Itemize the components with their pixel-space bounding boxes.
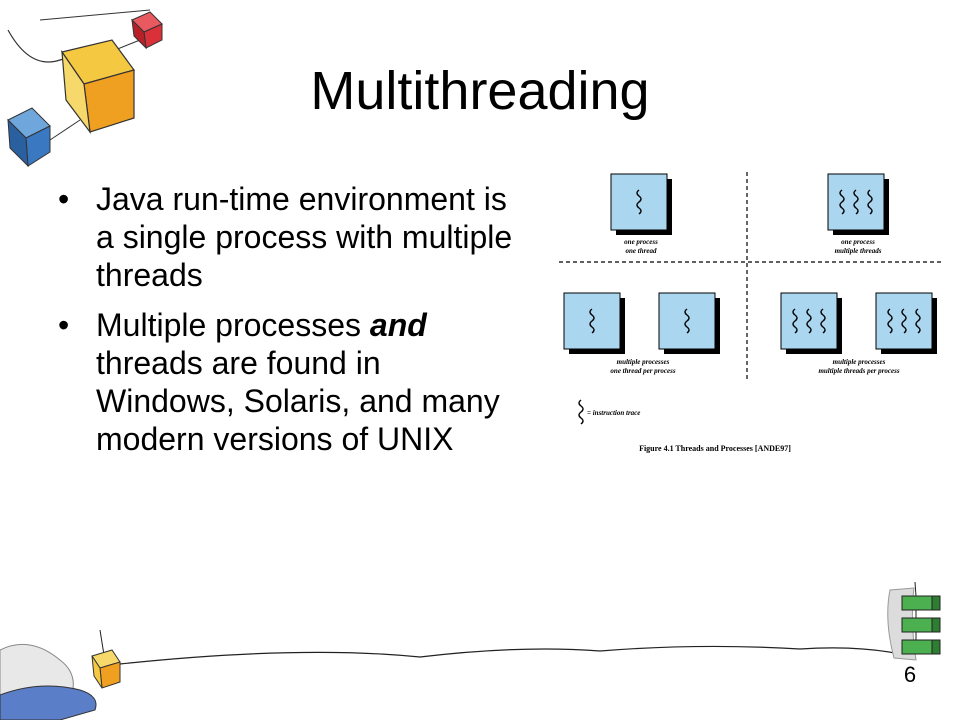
process-box — [827, 173, 889, 235]
process-box — [658, 292, 720, 354]
quadrant-label: one process — [624, 238, 658, 246]
threads-processes-figure: one process one thread one process multi… — [559, 172, 943, 453]
bullet-marker: • — [58, 307, 70, 343]
figure-caption: Figure 4.1 Threads and Processes [ANDE97… — [639, 444, 791, 453]
legend-label: = instruction trace — [587, 409, 640, 417]
bullet-text: threads are found in Windows, Solaris, a… — [96, 345, 500, 457]
page-number: 6 — [903, 662, 917, 687]
quadrant-label: multiple processes — [617, 358, 670, 366]
process-box — [563, 292, 625, 354]
bullet-marker: • — [58, 181, 70, 217]
bullet-text: Java run-time environment is a single pr… — [96, 181, 513, 293]
bullet-item: • Java run-time environment is a single … — [58, 180, 528, 294]
quadrant-label: multiple threads per process — [818, 367, 899, 375]
quadrant-label: one thread — [626, 247, 657, 255]
quadrant-label: one thread per process — [610, 367, 675, 375]
decorative-hand-icon — [0, 643, 121, 720]
process-box — [610, 173, 672, 235]
quadrant-label: multiple processes — [833, 358, 886, 366]
decorative-cubes-icon — [7, 9, 163, 168]
decorative-stack-icon — [887, 581, 941, 661]
slide-title: Multithreading — [310, 61, 650, 121]
bullet-item: • Multiple processes and threads are fou… — [58, 306, 528, 458]
bullet-list: • Java run-time environment is a single … — [58, 180, 528, 470]
process-box — [875, 292, 937, 354]
decorative-line — [99, 629, 906, 665]
bullet-text: Multiple processes — [96, 307, 370, 343]
quadrant-label: one process — [841, 238, 875, 246]
bullet-emphasis: and — [369, 307, 427, 343]
quadrant-label: multiple threads — [835, 247, 882, 255]
thread-squiggle-icon — [578, 399, 584, 425]
process-box — [780, 292, 842, 354]
